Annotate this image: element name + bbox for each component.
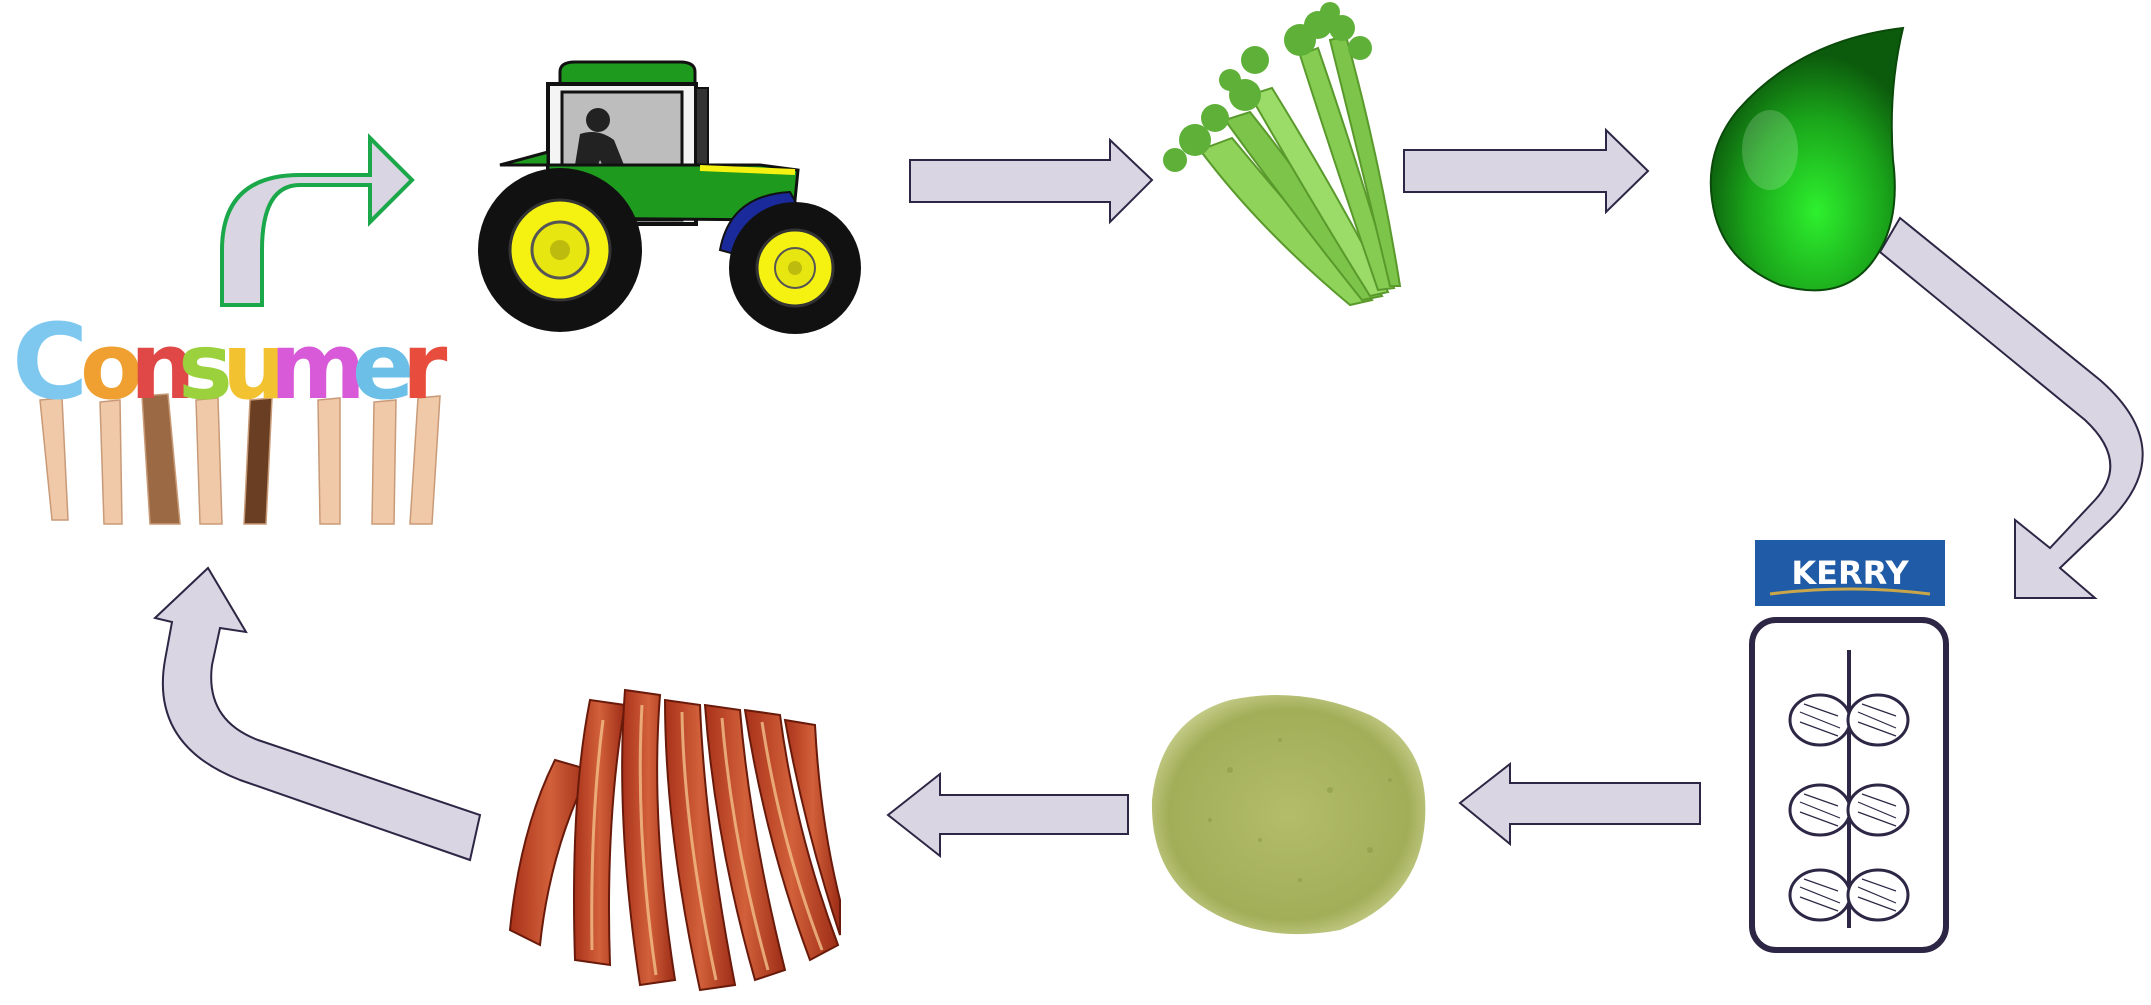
kerry-logo: KERRY [1755, 540, 1945, 606]
celery-powder-icon [1152, 695, 1425, 934]
arrow-bacon-to-consumer [155, 568, 480, 860]
consumer-letter: r [402, 313, 448, 420]
arrow-tractor-to-celery [910, 140, 1152, 222]
arrow-powder-to-bacon [888, 774, 1128, 856]
bacon-icon [510, 690, 840, 990]
tractor-icon [478, 62, 861, 334]
arrow-consumer-to-tractor [222, 138, 412, 305]
consumer-hands-icon: C o n s u m e r [12, 301, 448, 524]
celery-icon [1163, 2, 1400, 305]
kerry-logo-text: KERRY [1791, 554, 1909, 592]
consumer-letter: C [12, 301, 88, 423]
arrow-celery-to-drop [1404, 130, 1648, 212]
arrow-kerry-to-powder [1460, 764, 1700, 844]
consumer-word: C o n s u m e r [12, 301, 448, 423]
fermentation-culture-icon [1752, 620, 1946, 950]
green-drop-icon [1711, 28, 1903, 290]
